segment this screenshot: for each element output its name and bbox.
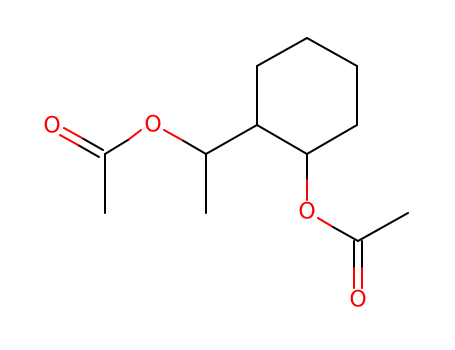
right-acetoxy-group — [306, 153, 409, 289]
ring-bond-4 — [306, 124, 358, 155]
carbonyl-double-bond-b-red — [59, 134, 79, 146]
left-acetoxyethyl-group — [59, 124, 258, 214]
carbonyl-double-bond-b-black — [77, 144, 100, 158]
ester-o-to-carbonyl-bond-red — [127, 129, 142, 141]
ring-bond-2 — [306, 37, 358, 67]
ester-o-to-carbonyl-bond-black-right — [332, 226, 359, 242]
carbonyl-double-bond-a-red — [63, 127, 83, 139]
carbonyl-oxygen-right-label: O — [349, 288, 366, 313]
atom-labels: O O O O — [43, 113, 366, 313]
carbonyl-double-bond-a-black — [81, 137, 104, 151]
ring-bond-1 — [256, 37, 308, 67]
ch-to-ester-o-bond-red — [163, 129, 183, 141]
ester-oxygen-left-label: O — [144, 113, 161, 138]
carbonyl-oxygen-left-label: O — [43, 114, 60, 139]
ester-o-to-carbonyl-bond-black — [104, 139, 129, 155]
ester-oxygen-right-label: O — [298, 200, 315, 225]
ch-to-ester-o-bond-black — [181, 139, 207, 155]
ester-o-to-carbonyl-bond-red-right — [317, 217, 334, 228]
ring-to-ch-bond — [205, 124, 258, 155]
carbonyl-to-methyl-bond-right — [357, 212, 409, 242]
ring-bond-5 — [256, 124, 308, 155]
cyclohexane-ring — [256, 37, 358, 155]
